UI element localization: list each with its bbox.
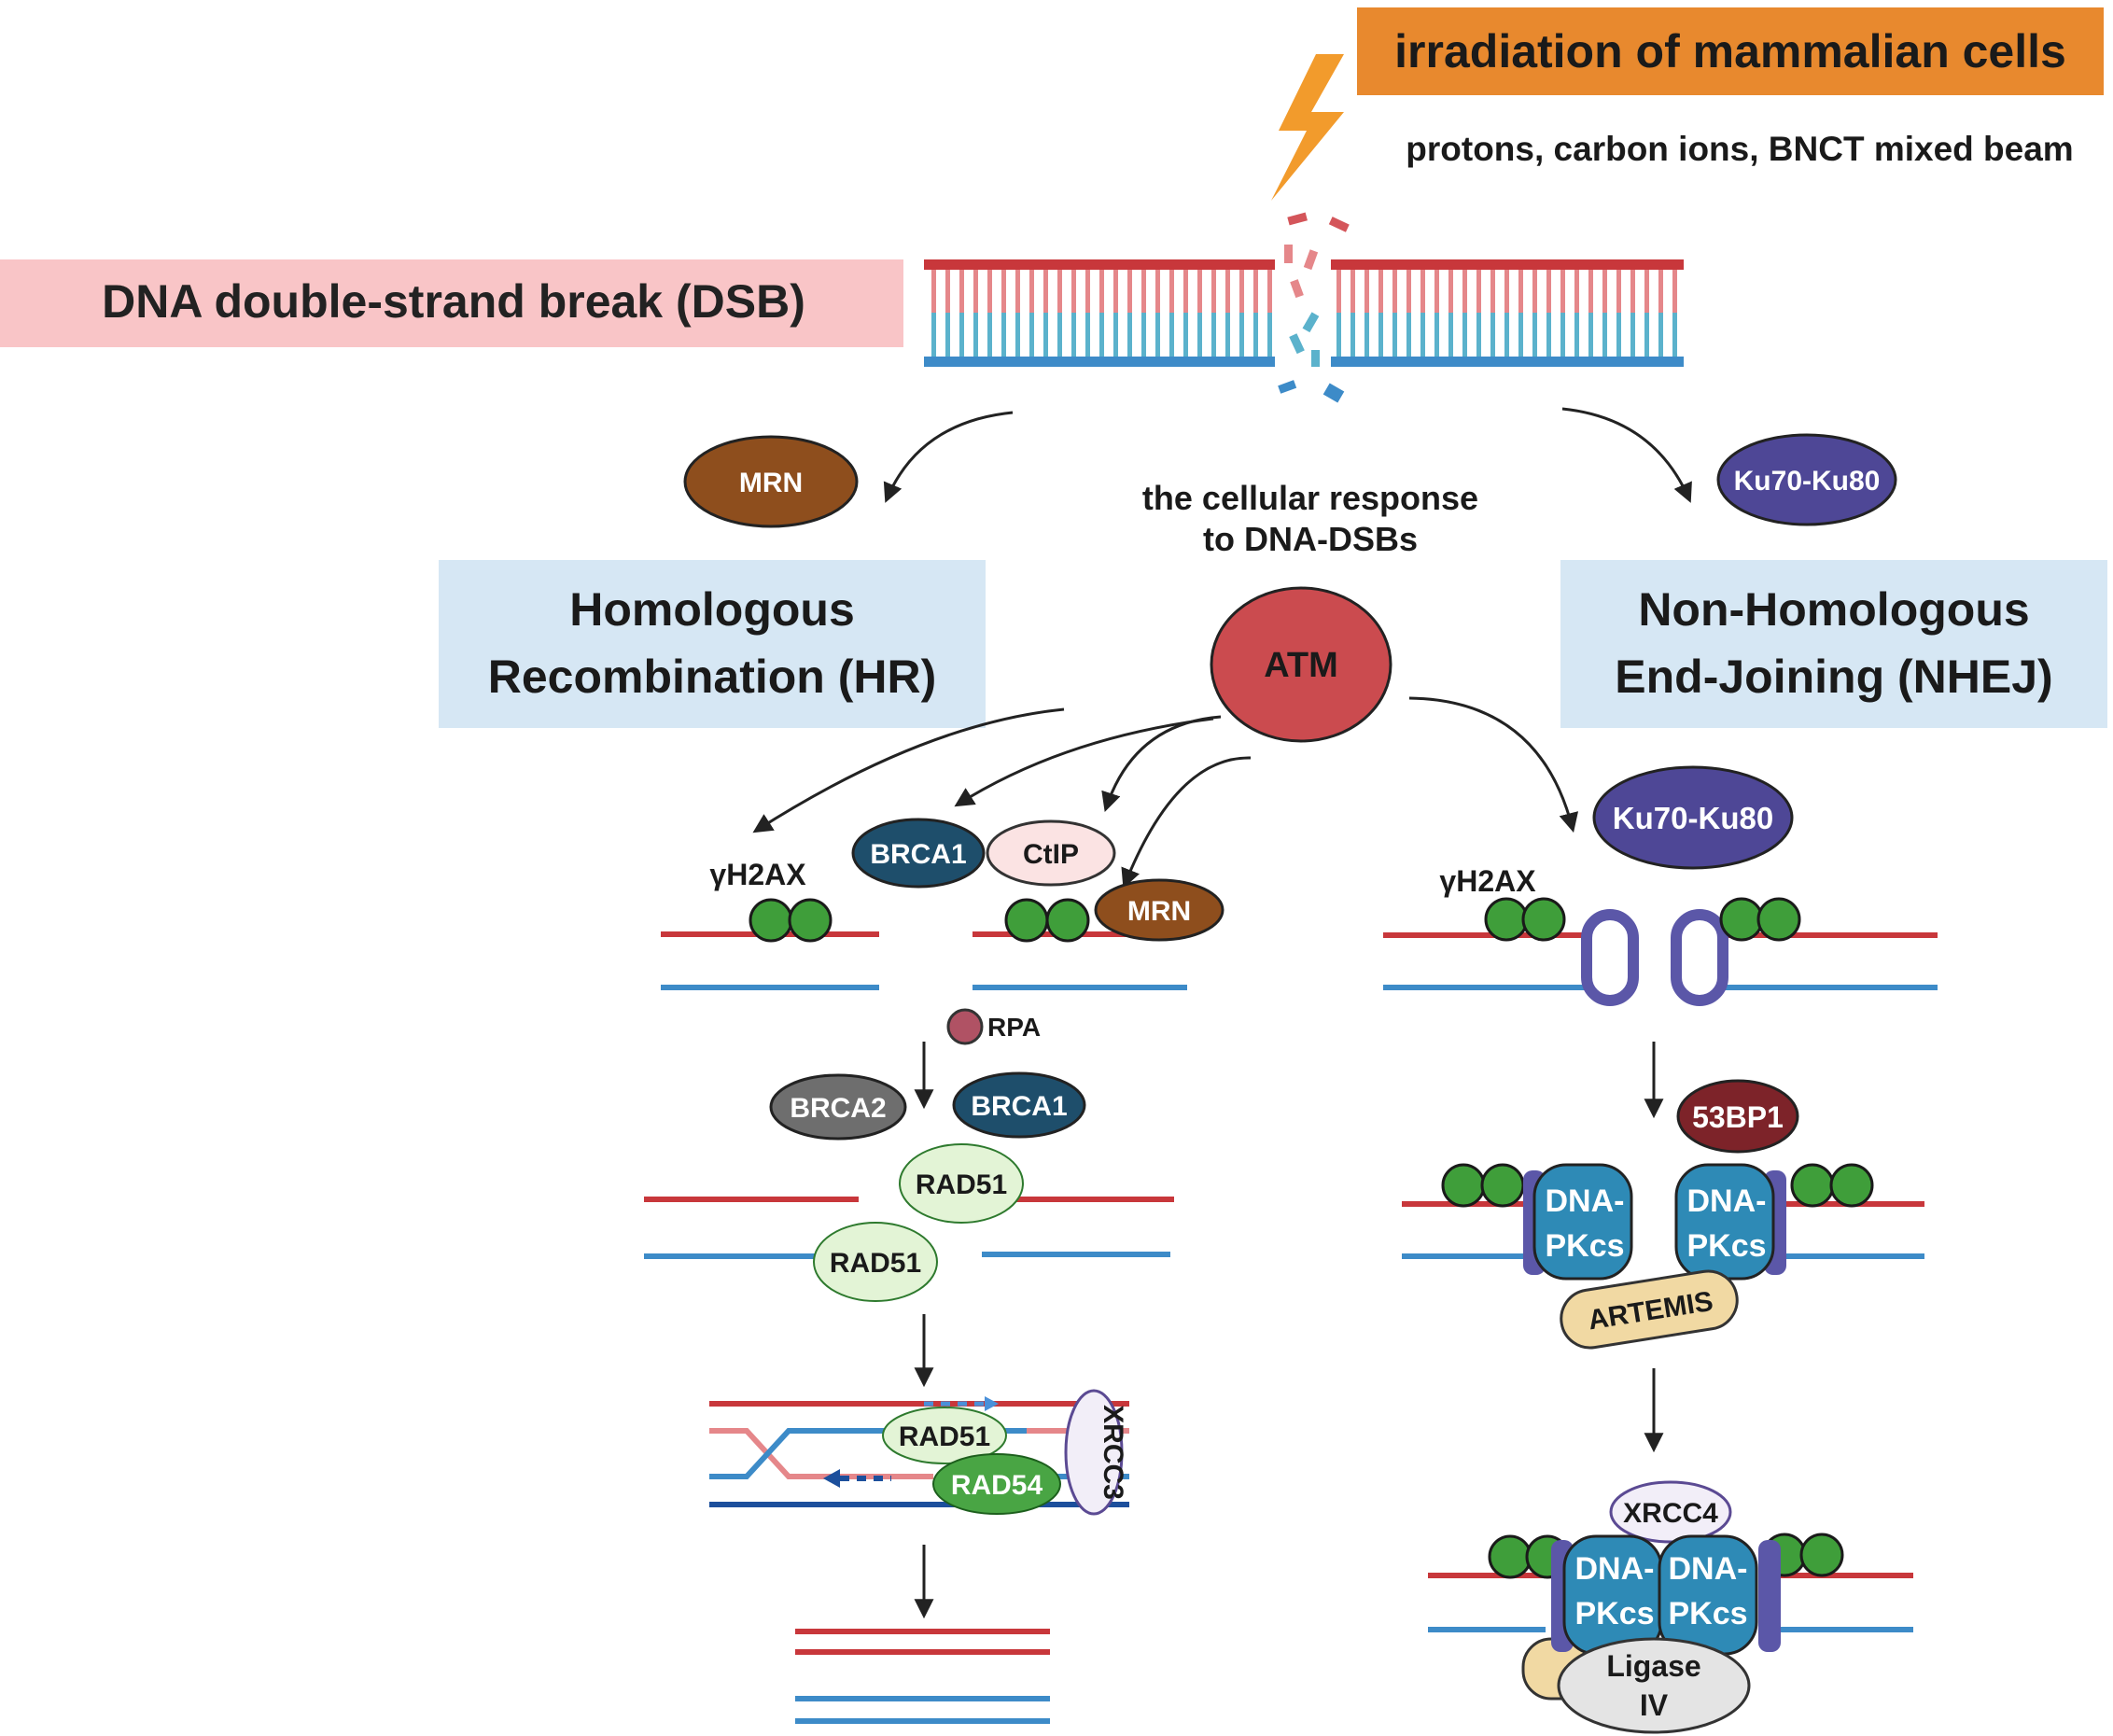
arrow-atm-to-brca1	[954, 717, 1214, 807]
dsb-banner	[0, 259, 903, 347]
ku-top-label: Ku70-Ku80	[1734, 466, 1881, 497]
histone-icon	[1790, 1163, 1835, 1208]
rad51-c-label: RAD51	[899, 1421, 990, 1452]
dna-pkcs-left	[1532, 1163, 1633, 1281]
ctip-label: CtIP	[1023, 839, 1079, 870]
dnapk-joined-left-line2: PKcs	[1574, 1596, 1654, 1631]
ku70-ku80-top	[1716, 433, 1897, 526]
hr-title-box	[439, 560, 986, 728]
cellular-response-line1: the cellular response	[1142, 479, 1478, 517]
dnapk-joined-right-line2: PKcs	[1668, 1596, 1747, 1631]
histone-icon	[1799, 1533, 1844, 1577]
dnapk-right-line2: PKcs	[1686, 1228, 1766, 1264]
ku-ring-icon	[1671, 909, 1728, 1006]
broken-dna-helix	[924, 212, 1684, 403]
histone-icon	[1719, 897, 1764, 942]
histone-icon	[1441, 1163, 1486, 1208]
ligase-line1: Ligase	[1606, 1649, 1700, 1683]
brca2-protein	[769, 1073, 907, 1141]
dnapk-joined-left-line1: DNA-	[1575, 1551, 1655, 1587]
repaired-dna-hr	[795, 1629, 1050, 1724]
rpa-label: RPA	[987, 1013, 1041, 1042]
brca1-protein	[851, 818, 986, 889]
hr-title-line1: Homologous	[569, 583, 855, 636]
brca2-label: BRCA2	[790, 1093, 886, 1124]
atm-label: ATM	[1264, 646, 1338, 685]
ligase-iv-protein	[1557, 1637, 1751, 1734]
histone-icon	[1488, 1534, 1532, 1579]
ctip-protein	[986, 819, 1116, 887]
cellular-response-line2: to DNA-DSBs	[1203, 520, 1418, 558]
mrn-label: MRN	[1127, 896, 1191, 927]
brca1-protein-b	[952, 1071, 1086, 1139]
lightning-bolt-icon	[1271, 54, 1344, 201]
arrow-atm-to-ctip	[1101, 715, 1222, 812]
dnapk-right-line1: DNA-	[1687, 1183, 1767, 1219]
histone-icon	[788, 898, 833, 943]
arrow-to-ku	[1561, 407, 1692, 503]
histone-icon	[1829, 1163, 1874, 1208]
artemis-protein	[1560, 1269, 1739, 1350]
rad51-protein	[882, 1407, 1007, 1464]
rad51-protein	[813, 1222, 938, 1302]
arrow-atm-to-mrn	[1121, 756, 1252, 889]
histone-icon	[1004, 898, 1049, 943]
rad51-b-label: RAD51	[830, 1248, 921, 1279]
ligase-line2: IV	[1640, 1688, 1669, 1722]
hr-gh2ax-label: γH2AX	[709, 858, 806, 891]
rad54-protein	[932, 1453, 1061, 1515]
histone-icon	[1484, 897, 1529, 942]
irradiation-banner	[1357, 7, 2104, 95]
dnapk-left-line2: PKcs	[1545, 1228, 1624, 1264]
irradiation-title: irradiation of mammalian cells	[1394, 25, 2066, 77]
rpa-protein	[946, 1008, 984, 1045]
beam-types-text: protons, carbon ions, BNCT mixed beam	[1406, 130, 2073, 168]
hr-title-line2: Recombination (HR)	[488, 651, 937, 703]
ku-ring-icon	[1581, 909, 1639, 1006]
mrn-complex-top	[683, 435, 859, 528]
xrcc3-label: XRCC3	[1098, 1405, 1128, 1500]
mrn-top-label: MRN	[739, 468, 803, 498]
dsb-label: DNA double-strand break (DSB)	[102, 275, 805, 328]
ku-label: Ku70-Ku80	[1613, 801, 1773, 835]
rad51-a-label: RAD51	[916, 1169, 1007, 1200]
nhej-gh2ax-label: γH2AX	[1439, 864, 1536, 898]
brca1-label: BRCA1	[870, 839, 966, 870]
xrcc3-protein	[1064, 1389, 1124, 1516]
dnapk-left-line1: DNA-	[1546, 1183, 1625, 1219]
rad54-label: RAD54	[951, 1470, 1043, 1501]
brca1-b-label: BRCA1	[971, 1091, 1067, 1122]
53bp1-protein	[1676, 1079, 1799, 1154]
arrow-to-mrn	[883, 411, 1014, 503]
nhej-title-line1: Non-Homologous	[1638, 583, 2029, 636]
histone-icon	[1045, 898, 1090, 943]
arrow-atm-to-ku	[1408, 696, 1579, 833]
histone-icon	[1756, 897, 1801, 942]
53bp1-label: 53BP1	[1692, 1100, 1784, 1134]
xrcc4-label: XRCC4	[1623, 1498, 1718, 1529]
ku70-ku80-protein	[1592, 765, 1794, 870]
histone-icon	[1480, 1163, 1525, 1208]
histone-icon	[749, 898, 793, 943]
arrow-atm-to-gh2ax	[752, 707, 1065, 833]
nhej-title-box	[1560, 560, 2107, 728]
dnapk-joined-right-line1: DNA-	[1669, 1551, 1748, 1587]
xrcc4-protein	[1609, 1480, 1732, 1544]
mrn-complex	[1094, 878, 1224, 942]
atm-kinase	[1210, 586, 1392, 743]
nhej-title-line2: End-Joining (NHEJ)	[1615, 651, 2052, 703]
rad51-protein	[899, 1143, 1024, 1224]
histone-icon	[1521, 897, 1566, 942]
